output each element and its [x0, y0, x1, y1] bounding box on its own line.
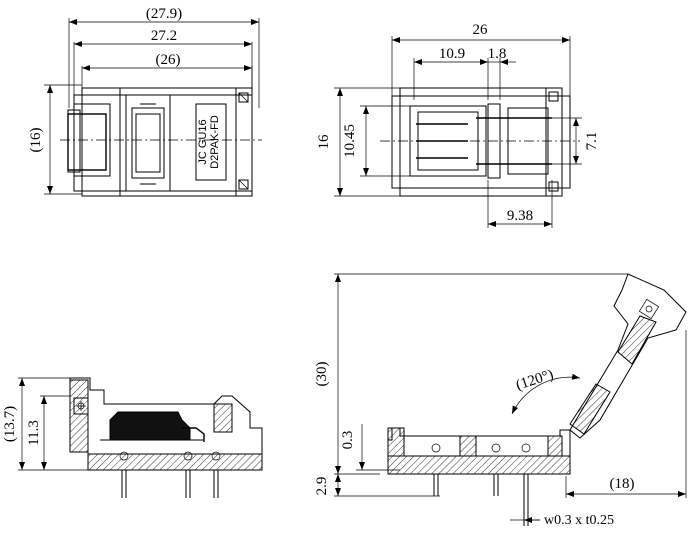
dim-angle: (120°) — [514, 367, 556, 394]
dim-inner-height: 10.45 — [342, 124, 358, 158]
dim-body-height: 11.3 — [26, 420, 42, 446]
top-view: (27.9) 27.2 (26) (16) JC GU16 D2PAK-FD — [28, 6, 262, 197]
dim-height-16: 16 — [316, 134, 332, 150]
dim-pin-span: 7.1 — [584, 132, 600, 151]
top-right-view: 26 10.9 1.8 16 10.45 7.1 9.38 — [316, 22, 600, 228]
dim-overall-width: (27.9) — [146, 6, 182, 22]
dim-height: (16) — [28, 128, 44, 153]
marking-line-1: JC GU16 — [197, 119, 209, 164]
dim-height-open: (30) — [314, 362, 330, 387]
dim-pin-section: w0.3 x t0.25 — [544, 513, 614, 528]
marking-line-2: D2PAK-FD — [209, 115, 221, 169]
dim-pin-length: 2.9 — [314, 477, 330, 496]
dim-a: 10.9 — [439, 46, 465, 62]
dim-pin-offset: 9.38 — [507, 208, 533, 224]
dim-gap: 0.3 — [340, 431, 356, 450]
dim-inner-width: (26) — [156, 52, 181, 68]
dim-b: 1.8 — [488, 46, 507, 62]
dim-offset: (18) — [610, 476, 635, 492]
open-view: (30) 0.3 2.9 (120°) — [314, 273, 687, 528]
dim-total-height: (13.7) — [2, 406, 18, 442]
side-view: (13.7) 11.3 — [2, 377, 263, 498]
dim-width: 26 — [473, 22, 489, 38]
dim-frame-width: 27.2 — [151, 28, 177, 44]
